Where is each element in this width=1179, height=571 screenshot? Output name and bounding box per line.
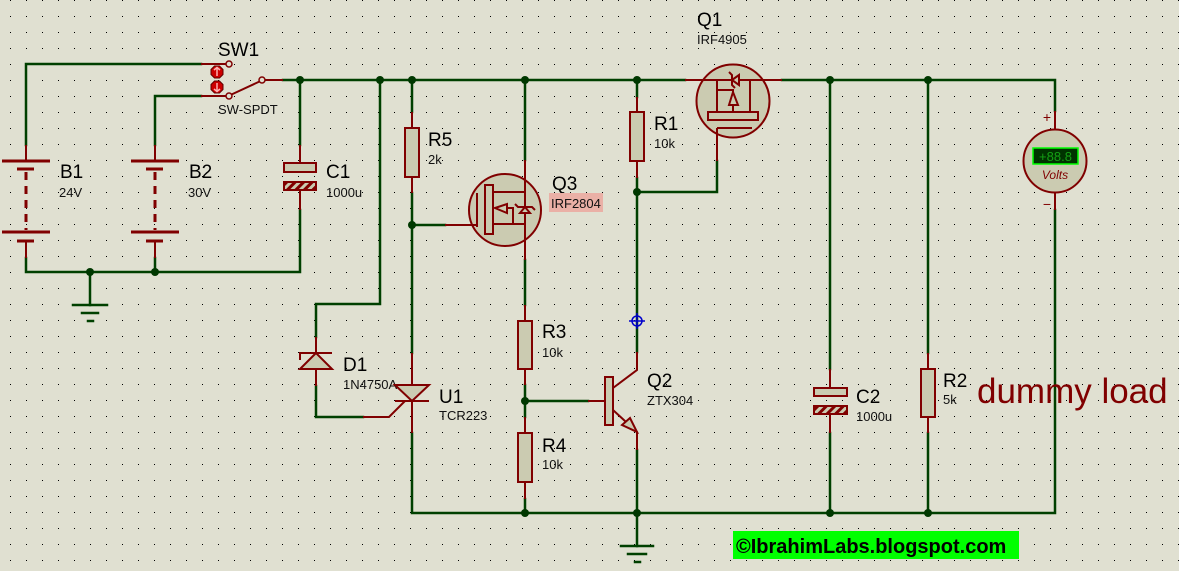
minus-terminal-icon: − bbox=[1043, 196, 1051, 212]
mosfet-q3[interactable]: Q3 IRF2804 bbox=[445, 160, 603, 260]
junction-dot bbox=[521, 76, 529, 84]
switch-toggle-down-button[interactable] bbox=[210, 80, 224, 94]
q3-value: IRF2804 bbox=[551, 196, 601, 211]
c1-ref: C1 bbox=[326, 162, 350, 183]
wire-b1-top bbox=[24, 62, 203, 147]
wire-battery-ground-rail bbox=[24, 208, 302, 274]
ground-icon bbox=[71, 303, 109, 323]
q1-ref: Q1 bbox=[697, 10, 722, 31]
voltmeter-display bbox=[1032, 147, 1079, 165]
c1-value: 1000u bbox=[326, 185, 362, 200]
junction-dot bbox=[296, 76, 304, 84]
voltmeter-unit: Volts bbox=[1042, 168, 1068, 182]
r4-ref: R4 bbox=[542, 436, 567, 457]
q3-value-highlight bbox=[549, 193, 603, 212]
watermark-background bbox=[733, 531, 1019, 559]
r1-ref: R1 bbox=[654, 114, 678, 135]
d1-ref: D1 bbox=[343, 355, 367, 376]
watermark: ©IbrahimLabs.blogspot.com bbox=[733, 531, 1019, 559]
u1-ref: U1 bbox=[439, 387, 463, 408]
capacitor-c1[interactable]: C1 1000u bbox=[283, 145, 362, 210]
battery-b1[interactable]: B1 24V bbox=[2, 145, 83, 258]
q2-ref: Q2 bbox=[647, 371, 672, 392]
capacitor-c2[interactable]: C2 1000u bbox=[813, 369, 892, 433]
arrow-down-icon bbox=[213, 83, 221, 93]
crosshair-icon bbox=[629, 313, 645, 329]
r4-value: 10k bbox=[542, 457, 563, 472]
resistor-r2[interactable]: R2 5k bbox=[920, 353, 967, 433]
q3-ref: Q3 bbox=[552, 174, 577, 195]
r5-ref: R5 bbox=[428, 130, 452, 151]
r3-ref: R3 bbox=[542, 322, 566, 343]
plus-terminal-icon: + bbox=[1043, 109, 1051, 125]
sw1-ref: SW1 bbox=[218, 40, 259, 61]
transistor-q2[interactable]: Q2 ZTX304 bbox=[588, 352, 693, 450]
junction-dot bbox=[826, 509, 834, 517]
junction-dot bbox=[151, 268, 159, 276]
switch-sw1[interactable]: SW1 SW-SPDT bbox=[201, 40, 283, 117]
arrow-up-icon bbox=[213, 66, 221, 76]
watermark-text: ©IbrahimLabs.blogspot.com bbox=[736, 536, 1006, 558]
junctions bbox=[86, 76, 932, 517]
c2-ref: C2 bbox=[856, 387, 880, 408]
mosfet-q1[interactable]: Q1 IRF4905 bbox=[685, 10, 782, 161]
zener-diode-d1[interactable]: D1 1N4750A bbox=[297, 337, 398, 392]
junction-dot bbox=[408, 76, 416, 84]
junction-dot bbox=[633, 76, 641, 84]
junction-dot bbox=[826, 76, 834, 84]
junction-dot bbox=[376, 76, 384, 84]
wire-d1-feed bbox=[314, 78, 382, 339]
dummy-load-annotation: dummy load bbox=[977, 372, 1168, 411]
wire-main-rail-right bbox=[780, 78, 1057, 113]
r2-ref: R2 bbox=[943, 371, 967, 392]
d1-value: 1N4750A bbox=[343, 377, 398, 392]
sw1-value: SW-SPDT bbox=[218, 102, 278, 117]
junction-dot bbox=[633, 509, 641, 517]
junction-dot bbox=[408, 221, 416, 229]
junction-dot bbox=[521, 509, 529, 517]
junction-dot bbox=[924, 509, 932, 517]
u1-value: TCR223 bbox=[439, 408, 487, 423]
junction-dot bbox=[633, 188, 641, 196]
resistor-r1[interactable]: R1 10k bbox=[629, 97, 678, 178]
junction-dot bbox=[924, 76, 932, 84]
r1-value: 10k bbox=[654, 136, 675, 151]
r5-value: 2k bbox=[428, 152, 442, 167]
resistor-r4[interactable]: R4 10k bbox=[517, 417, 567, 499]
b1-ref: B1 bbox=[60, 162, 83, 183]
junction-dot bbox=[86, 268, 94, 276]
wire-ground-rail bbox=[410, 208, 1057, 515]
b2-ref: B2 bbox=[189, 162, 212, 183]
c2-value: 1000u bbox=[856, 409, 892, 424]
r3-value: 10k bbox=[542, 345, 563, 360]
ground-icon bbox=[619, 544, 655, 564]
battery-b2[interactable]: B2 30V bbox=[131, 145, 212, 258]
b2-value: 30V bbox=[188, 185, 211, 200]
b1-value: 24V bbox=[59, 185, 82, 200]
resistor-r3[interactable]: R3 10k bbox=[517, 305, 566, 385]
voltmeter-reading: +88.8 bbox=[1039, 149, 1072, 164]
wire-q1-gate bbox=[635, 159, 719, 194]
dc-voltmeter[interactable]: +88.8 Volts + − bbox=[1022, 109, 1088, 212]
r2-value: 5k bbox=[943, 392, 957, 407]
wire-d1-to-u1-gate bbox=[314, 384, 365, 419]
switch-toggle-up-button[interactable] bbox=[210, 65, 224, 79]
wires bbox=[24, 62, 1057, 548]
junction-dot bbox=[521, 397, 529, 405]
resistor-r5[interactable]: R5 2k bbox=[404, 112, 452, 193]
q2-value: ZTX304 bbox=[647, 393, 693, 408]
thyristor-u1[interactable]: U1 TCR223 bbox=[363, 353, 487, 433]
q1-value: IRF4905 bbox=[697, 32, 747, 47]
wire-b2-top bbox=[153, 94, 203, 147]
